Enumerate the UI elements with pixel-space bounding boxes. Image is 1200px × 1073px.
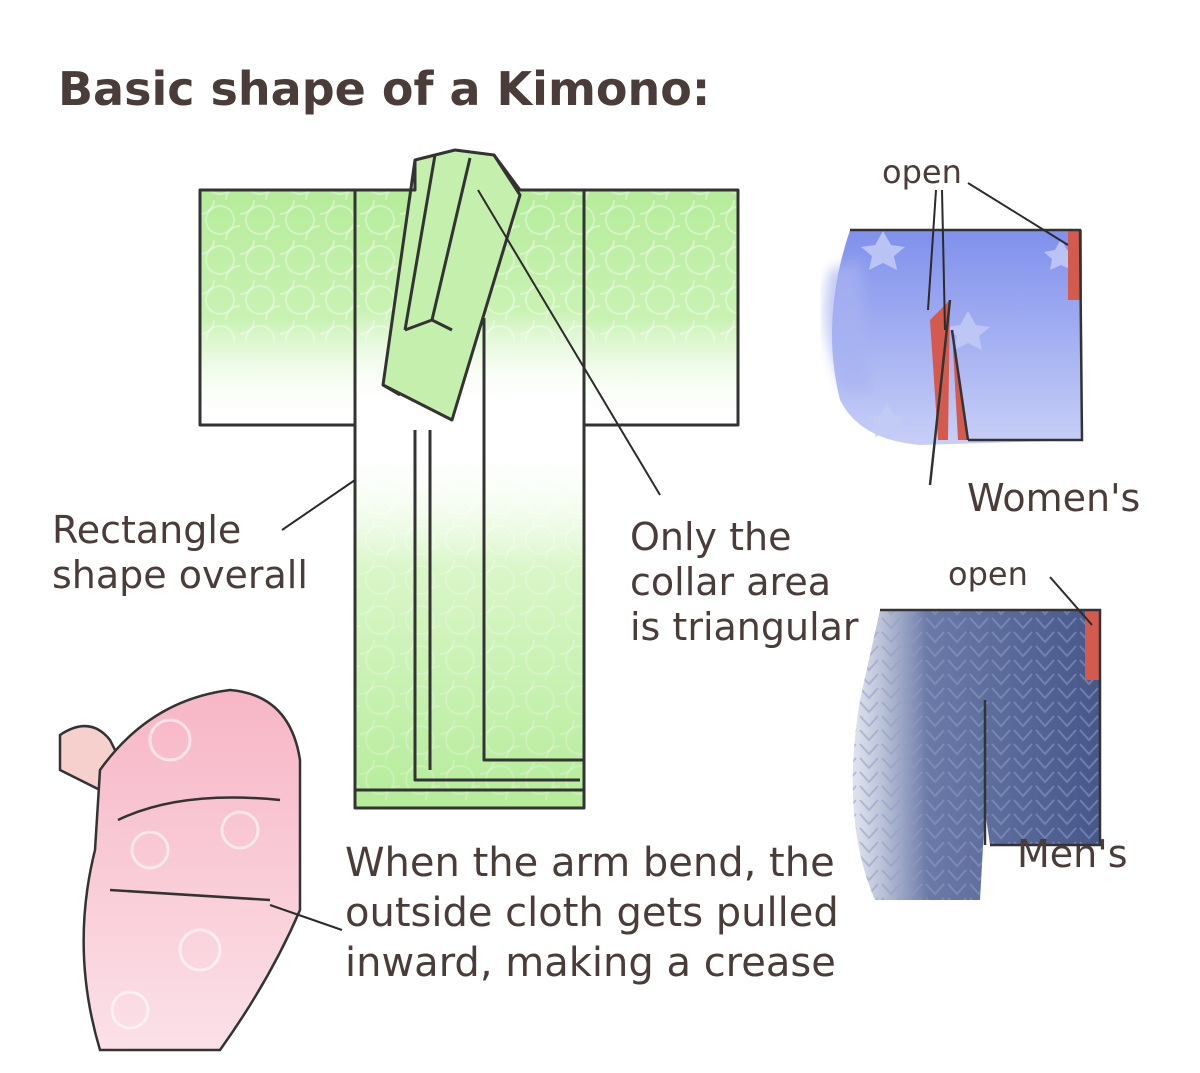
collar-line-3: is triangular <box>630 605 859 650</box>
pink-sleeve <box>60 690 300 1050</box>
crease-line-1: When the arm bend, the <box>345 838 839 888</box>
collar-annotation: Only the collar area is triangular <box>630 515 859 649</box>
crease-line-2: outside cloth gets pulled <box>345 888 839 938</box>
diagram-title: Basic shape of a Kimono: <box>58 62 710 116</box>
rectangle-line-1: Rectangle <box>52 508 308 553</box>
crease-line-3: inward, making a crease <box>345 938 839 988</box>
collar-line-1: Only the <box>630 515 859 560</box>
womens-kimono <box>825 230 1082 485</box>
rectangle-line-2: shape overall <box>52 553 308 598</box>
green-kimono <box>200 150 738 808</box>
mens-open-label: open <box>948 556 1028 594</box>
rectangle-annotation: Rectangle shape overall <box>52 508 308 598</box>
crease-annotation: When the arm bend, the outside cloth get… <box>345 838 839 988</box>
womens-label: Women's <box>967 476 1140 521</box>
mens-label: Men's <box>1017 832 1128 877</box>
womens-open-label: open <box>882 154 962 192</box>
collar-line-2: collar area <box>630 560 859 605</box>
